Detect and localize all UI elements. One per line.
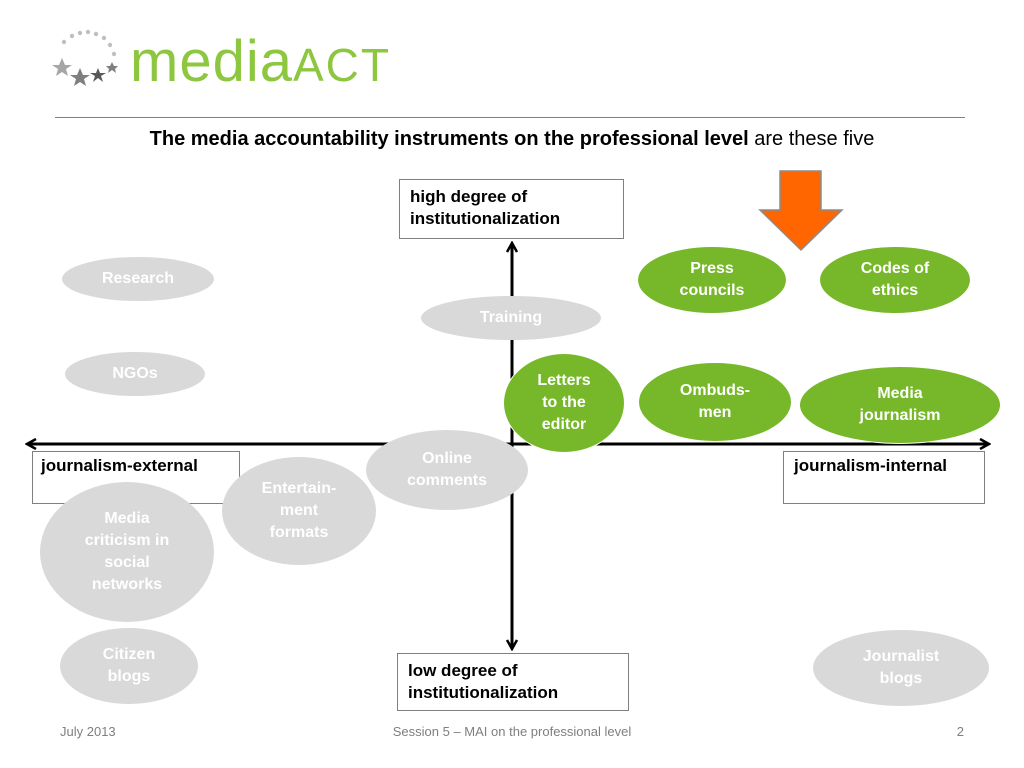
slide-title: The media accountability instruments on … (0, 128, 1024, 151)
footer-session: Session 5 – MAI on the professional leve… (392, 724, 632, 739)
label-high-institutionalization: high degree of institutionalization (399, 179, 624, 239)
slide-title-normal: are these five (754, 128, 875, 150)
bubble-codes-of-ethics: Codes of ethics (819, 246, 971, 314)
header-rule (55, 117, 965, 118)
bubble-ngos: NGOs (65, 352, 205, 396)
bubble-citizen-blogs: Citizen blogs (60, 628, 198, 704)
bubble-press-councils: Press councils (637, 246, 787, 314)
label-low-institutionalization: low degree of institutionalization (397, 653, 629, 711)
orange-down-arrow-icon (758, 170, 844, 252)
logo-wordmark: mediaACT (130, 30, 391, 97)
logo-part-media: media (130, 29, 293, 94)
bubble-journalist-blogs: Journalist blogs (813, 630, 989, 706)
bubble-online-comments: Online comments (366, 430, 528, 510)
footer-page-number: 2 (956, 724, 964, 739)
slide-title-bold: The media accountability instruments on … (149, 128, 749, 150)
bubble-media-journalism: Media journalism (799, 366, 1001, 444)
footer-date: July 2013 (60, 724, 116, 739)
bubble-entertainment-formats: Entertain-ment formats (222, 457, 376, 565)
bubble-research: Research (62, 257, 214, 301)
bubble-training: Training (421, 296, 601, 340)
bubble-ombudsmen: Ombuds-men (638, 362, 792, 442)
bubble-letters-to-editor: Letters to the editor (503, 353, 625, 453)
label-journalism-internal: journalism-internal (783, 451, 985, 504)
bubble-media-criticism: Media criticism in social networks (40, 482, 214, 622)
logo-stars-icon (52, 29, 118, 86)
logo-part-act: ACT (292, 39, 391, 91)
